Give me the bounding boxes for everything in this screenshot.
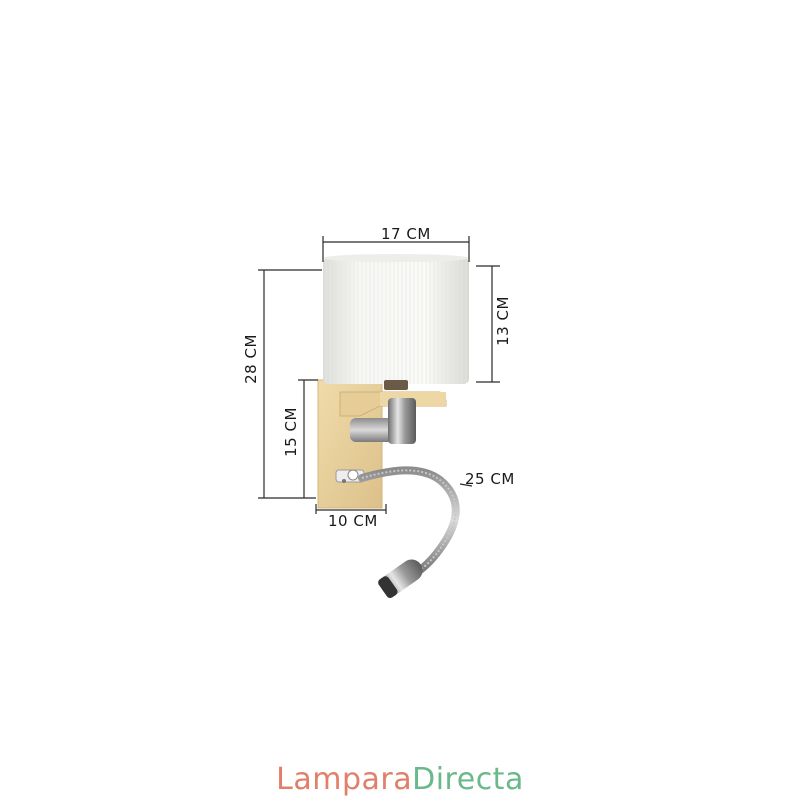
- plate-height-label: 15 CM: [281, 407, 300, 457]
- shade-height-label: 13 CM: [493, 296, 512, 346]
- chrome-tube: [350, 418, 400, 442]
- plate-width-label: 10 CM: [328, 512, 378, 530]
- shade-width-label: 17 CM: [381, 225, 431, 243]
- brand-name-part2: Directa: [412, 762, 524, 797]
- reading-lamp-head: [378, 559, 423, 599]
- chrome-cylinder: [388, 398, 416, 444]
- total-height-label: 28 CM: [241, 334, 260, 384]
- bulb-holder: [384, 380, 408, 390]
- brand-name-part1: Lampara: [276, 762, 413, 797]
- arm-length-label: 25 CM: [465, 470, 515, 488]
- brand-logo: LamparaDirecta: [0, 762, 800, 797]
